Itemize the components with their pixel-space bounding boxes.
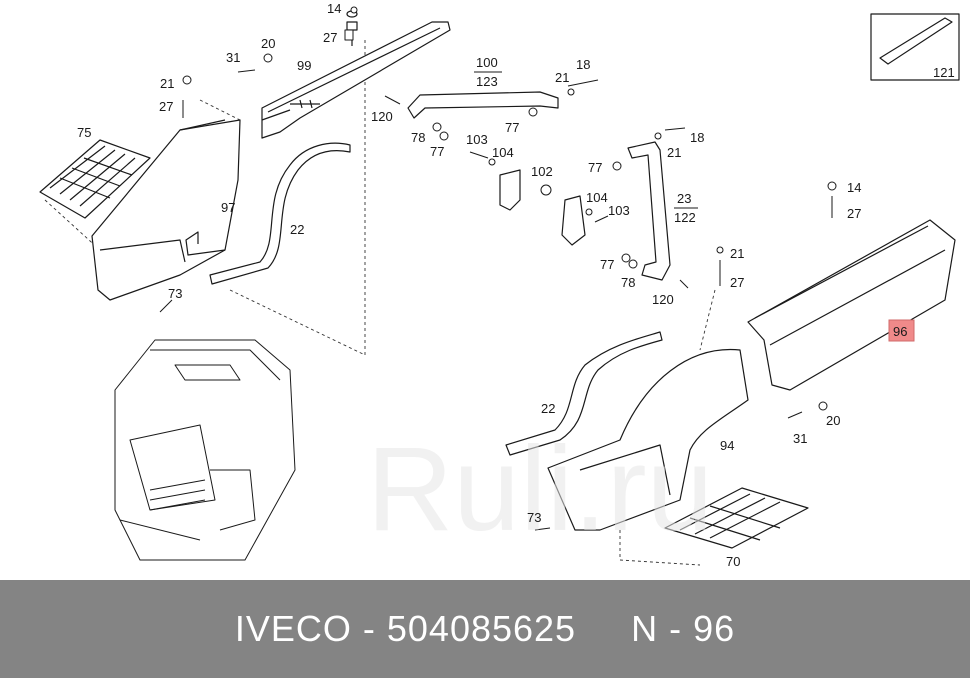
bracket-99 xyxy=(261,21,451,139)
callout-23: 23 xyxy=(677,191,691,206)
step-plate-70 xyxy=(664,487,809,549)
callout-27: 27 xyxy=(730,275,744,290)
callout-122: 122 xyxy=(674,210,696,225)
callout-22: 22 xyxy=(290,222,304,237)
callout-77: 77 xyxy=(505,120,519,135)
callout-21: 21 xyxy=(667,145,681,160)
callout-121: 121 xyxy=(933,65,955,80)
callout-21: 21 xyxy=(730,246,744,261)
wheel-arch-97 xyxy=(91,119,241,301)
callout-14: 14 xyxy=(327,1,341,16)
callout-21: 21 xyxy=(160,76,174,91)
callout-21: 21 xyxy=(555,70,569,85)
callout-78: 78 xyxy=(621,275,635,290)
part-info-banner: IVECO - 504085625 N - 96 xyxy=(0,580,970,678)
callout-27: 27 xyxy=(323,30,337,45)
callout-20: 20 xyxy=(261,36,275,51)
bracket-23 xyxy=(627,141,671,281)
callout-104: 104 xyxy=(586,190,608,205)
callout-31: 31 xyxy=(226,50,240,65)
spacer xyxy=(576,608,631,650)
callout-18: 18 xyxy=(576,57,590,72)
bracket-100 xyxy=(407,91,559,119)
callout-77: 77 xyxy=(600,257,614,272)
callout-123: 123 xyxy=(476,74,498,89)
callout-104: 104 xyxy=(492,145,514,160)
bolt-27-top xyxy=(346,10,358,46)
callout-20: 20 xyxy=(826,413,840,428)
callout-18: 18 xyxy=(690,130,704,145)
callout-14: 14 xyxy=(847,180,861,195)
callout-27: 27 xyxy=(159,99,173,114)
callout-77: 77 xyxy=(430,144,444,159)
clamp-right xyxy=(561,195,586,246)
callout-97: 97 xyxy=(221,200,235,215)
callout-77: 77 xyxy=(588,160,602,175)
callout-22: 22 xyxy=(541,401,555,416)
highlight-96 xyxy=(888,319,915,342)
part-number: 504085625 xyxy=(386,608,577,649)
callout-120: 120 xyxy=(371,109,393,124)
part-121-frame xyxy=(870,13,960,81)
callout-75: 75 xyxy=(77,125,91,140)
step-plate-75 xyxy=(39,139,151,219)
callout-99: 99 xyxy=(297,58,311,73)
position-number: N - 96 xyxy=(631,608,736,649)
assembly-guide-lines xyxy=(44,40,716,566)
exploded-parts-diagram: Ruli.ru 14 27 31 20 99 21 27 75 97 22 73… xyxy=(39,1,960,569)
seal-strip-22-left xyxy=(209,142,351,285)
callout-103: 103 xyxy=(466,132,488,147)
callout-73: 73 xyxy=(168,286,182,301)
seal-strip-22-right xyxy=(505,331,663,456)
callout-73: 73 xyxy=(527,510,541,525)
callout-labels: 14 27 31 20 99 21 27 75 97 22 73 100 123… xyxy=(77,1,955,569)
callout-120: 120 xyxy=(652,292,674,307)
callout-102: 102 xyxy=(531,164,553,179)
separator: - xyxy=(351,608,387,649)
callout-70: 70 xyxy=(726,554,740,569)
fasteners xyxy=(159,6,837,531)
watermark: Ruli.ru xyxy=(367,422,714,556)
brand-name: IVECO xyxy=(234,608,352,649)
side-panel-96 xyxy=(747,219,956,391)
callout-100: 100 xyxy=(476,55,498,70)
callout-78: 78 xyxy=(411,130,425,145)
callout-31: 31 xyxy=(793,431,807,446)
callout-94: 94 xyxy=(720,438,734,453)
truck-cab-sketch xyxy=(114,339,296,561)
callout-27: 27 xyxy=(847,206,861,221)
callout-96: 96 xyxy=(893,324,907,339)
wheel-arch-94 xyxy=(547,348,749,531)
clamp-left xyxy=(499,169,521,211)
callout-103: 103 xyxy=(608,203,630,218)
